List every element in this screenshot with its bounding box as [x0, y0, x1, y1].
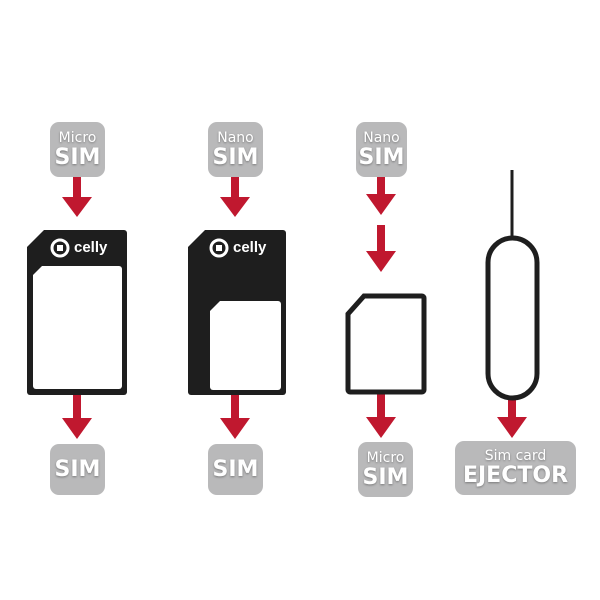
brand-logo-text: celly	[233, 239, 267, 256]
arrow-down-icon	[220, 177, 250, 217]
celly-logo-icon	[50, 238, 70, 258]
arrow-down-icon	[220, 395, 250, 439]
label-nano-sim-top: Nano SIM	[356, 122, 407, 177]
label-big: SIM	[362, 464, 409, 490]
label-micro-sim-top: Micro SIM	[50, 122, 105, 177]
label-sim-bottom: SIM	[208, 444, 263, 495]
label-big: SIM	[212, 144, 259, 170]
label-small: Nano	[363, 129, 400, 146]
arrow-down-icon	[62, 395, 92, 439]
arrow-down-icon	[366, 225, 396, 272]
celly-logo-icon	[209, 238, 229, 258]
label-small: Nano	[217, 129, 254, 146]
adapter-slot	[33, 266, 122, 389]
nano-to-micro-adapter	[345, 293, 427, 395]
arrow-down-icon	[62, 177, 92, 217]
label-sim-card-ejector: Sim card EJECTOR	[455, 441, 576, 495]
label-small: Micro	[366, 449, 405, 466]
label-big: SIM	[54, 457, 101, 482]
label-small: Micro	[58, 129, 97, 146]
adapter-slot	[210, 301, 281, 390]
label-small: Sim card	[484, 448, 547, 464]
ejector-handle	[485, 235, 540, 401]
label-big: SIM	[54, 144, 101, 170]
arrow-down-icon	[497, 400, 527, 438]
label-nano-sim-top: Nano SIM	[208, 122, 263, 177]
label-big: SIM	[358, 144, 405, 170]
label-micro-sim-bottom: Micro SIM	[358, 442, 413, 497]
arrow-down-icon	[366, 177, 396, 215]
brand-logo-text: celly	[74, 239, 108, 256]
label-sim-bottom: SIM	[50, 444, 105, 495]
label-big: SIM	[212, 457, 259, 482]
label-big: EJECTOR	[462, 463, 569, 488]
arrow-down-icon	[366, 393, 396, 438]
